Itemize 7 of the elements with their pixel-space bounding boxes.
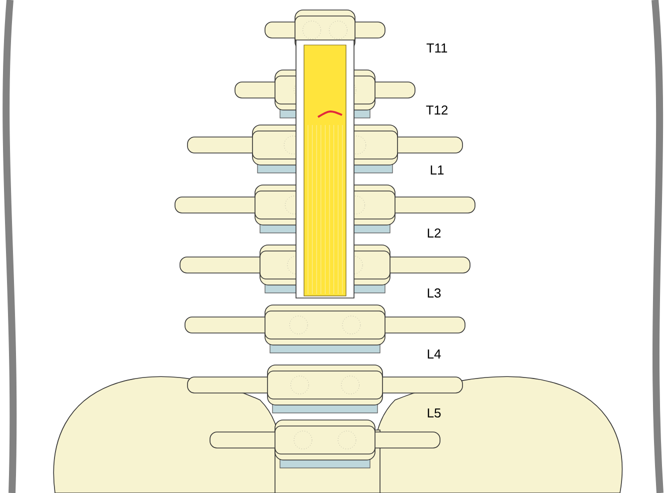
vertebra-label: L2 bbox=[428, 228, 441, 238]
vertebra-label: L3 bbox=[428, 288, 441, 298]
vertebra-label: T12 bbox=[426, 105, 448, 114]
vertebra-label: L1 bbox=[430, 166, 444, 174]
vertebra-label: L4 bbox=[428, 350, 441, 358]
vertebra-label: T11 bbox=[426, 44, 448, 52]
vertebra-label: L5 bbox=[428, 408, 441, 418]
